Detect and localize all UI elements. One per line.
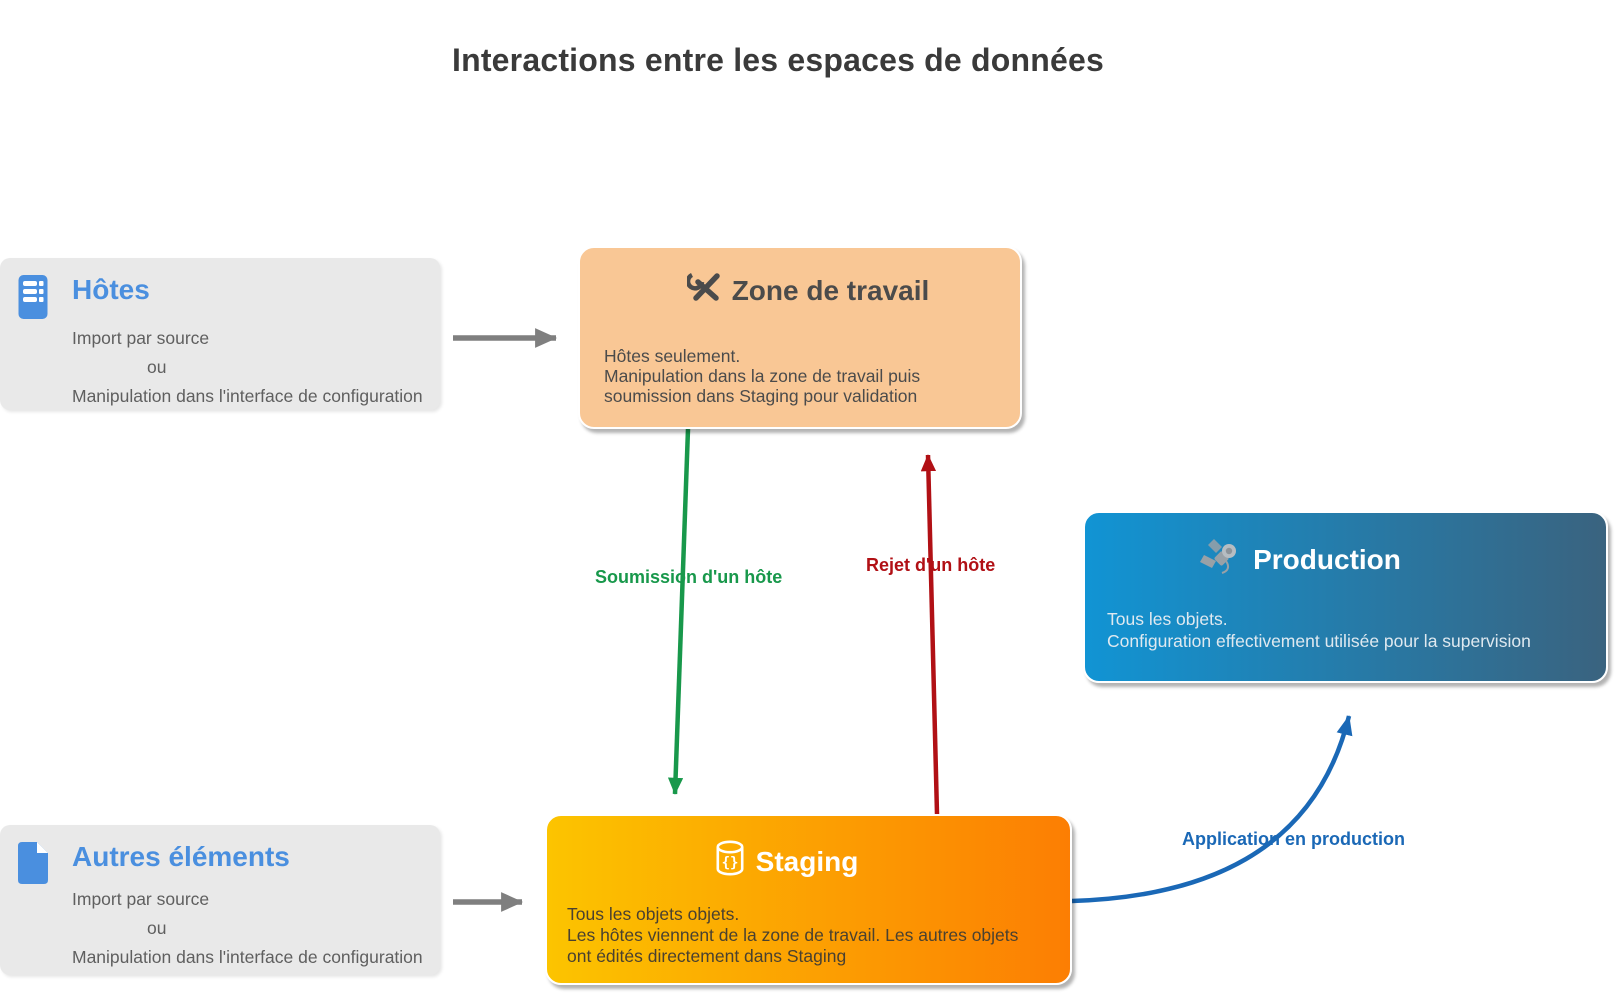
autres-elements-box-text: Import par source ou Manipulation dans l… xyxy=(72,885,426,972)
hotes-line-import: Import par source xyxy=(72,328,210,348)
zone-de-travail-text: Hôtes seulement. Manipulation dans la zo… xyxy=(604,346,920,406)
staging-text: Tous les objets objets. Les hôtes vienne… xyxy=(567,904,1018,967)
page-title: Interactions entre les espaces de donnée… xyxy=(451,42,1104,78)
hotes-box-title: Hôtes xyxy=(72,274,150,305)
staging-body-line: Les hôtes viennent de la zone de travail… xyxy=(567,925,1019,945)
staging-title: Staging xyxy=(755,845,859,877)
tools-icon xyxy=(685,272,721,309)
staging-box: {} Staging Tous les objets objets. Les h… xyxy=(545,814,1072,985)
staging-body-line: Tous les objets objets. xyxy=(567,904,740,924)
hotes-line-manipulation: Manipulation dans l'interface de configu… xyxy=(72,386,423,406)
database-icon: {} xyxy=(715,840,745,883)
production-text: Tous les objets. Configuration effective… xyxy=(1107,608,1531,652)
hotes-line-ou: ou xyxy=(147,357,167,377)
zone-body-line: Hôtes seulement. xyxy=(604,346,741,366)
autres-line-manipulation: Manipulation dans l'interface de configu… xyxy=(72,947,423,967)
hotes-box: Hôtes Import par source ou Manipulation … xyxy=(0,258,440,410)
zone-de-travail-title-row: Zone de travail xyxy=(588,272,1028,309)
autres-line-import: Import par source xyxy=(72,889,210,909)
server-icon xyxy=(18,274,48,325)
arrow-soumission xyxy=(667,428,691,795)
arrow-rejet xyxy=(920,454,940,815)
production-box: Production Tous les objets. Configuratio… xyxy=(1083,511,1608,683)
production-title-row: Production xyxy=(1040,537,1561,582)
production-body-line: Tous les objets. xyxy=(1107,609,1228,629)
soumission-arrow-label: Soumission d'un hôte xyxy=(595,567,783,587)
zone-de-travail-box: Zone de travail Hôtes seulement. Manipul… xyxy=(578,246,1022,429)
svg-text:{}: {} xyxy=(721,855,738,871)
autres-line-ou: ou xyxy=(147,918,167,938)
rejet-arrow-label: Rejet d'un hôte xyxy=(866,555,996,575)
satellite-icon xyxy=(1200,537,1242,582)
production-title: Production xyxy=(1253,543,1401,575)
application-arrow-label: Application en production xyxy=(1182,829,1405,849)
zone-body-line: Manipulation dans la zone de travail pui… xyxy=(604,366,921,386)
hotes-box-text: Import par source ou Manipulation dans l… xyxy=(72,324,426,411)
arrow-application-production xyxy=(1071,715,1353,904)
autres-elements-box: Autres éléments Import par source ou Man… xyxy=(0,825,440,975)
document-icon xyxy=(18,841,48,890)
zone-body-line: soumission dans Staging pour validation xyxy=(604,386,918,406)
staging-body-line: ont édités directement dans Staging xyxy=(567,946,847,966)
autres-elements-box-title: Autres éléments xyxy=(72,841,290,872)
zone-de-travail-title: Zone de travail xyxy=(731,274,930,306)
production-body-line: Configuration effectivement utilisée pou… xyxy=(1107,631,1531,651)
staging-title-row: {} Staging xyxy=(525,840,1048,883)
